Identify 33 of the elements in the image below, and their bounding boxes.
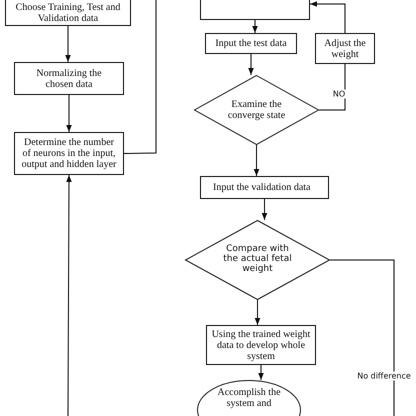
arrow (258, 364, 264, 380)
connector-line (124, 0, 156, 154)
node-label: Using the trained weight data to develop whole system (211, 328, 311, 362)
node-label: Accomplish the system and (216, 387, 282, 409)
arrow (262, 198, 268, 220)
node-label: Input the validation data (213, 182, 310, 193)
process-box (5, 0, 131, 26)
process-box (315, 33, 375, 64)
decision-diamond (194, 75, 319, 145)
process-box (14, 132, 124, 175)
node-label: Choose Training, Test and Validation data (14, 2, 122, 24)
arrow (252, 20, 258, 34)
node-label: Normalizing the chosen data (35, 68, 103, 90)
node-label: Adjust the weight (323, 38, 367, 60)
process-box (200, 176, 329, 199)
arrow (66, 94, 72, 132)
connector-line (330, 260, 394, 416)
node-label: Input the test data (215, 38, 287, 49)
arrow (66, 174, 72, 416)
node-label: Determine the number of neurons in the input, output and hidden layer (20, 137, 118, 170)
decision-diamond (185, 220, 330, 300)
arrow (310, 1, 346, 34)
arrow (248, 54, 254, 76)
node-label: Examine the converge state (226, 99, 286, 121)
arrow (254, 300, 260, 326)
arrow (65, 26, 71, 62)
edge-label: No difference (356, 372, 412, 380)
process-box (205, 33, 297, 54)
edge-label: NO (332, 90, 346, 98)
connector-line (318, 64, 346, 110)
arrow (254, 144, 260, 176)
process-box (14, 62, 124, 95)
node-label: Compare with the actual fetal weight (222, 245, 292, 275)
